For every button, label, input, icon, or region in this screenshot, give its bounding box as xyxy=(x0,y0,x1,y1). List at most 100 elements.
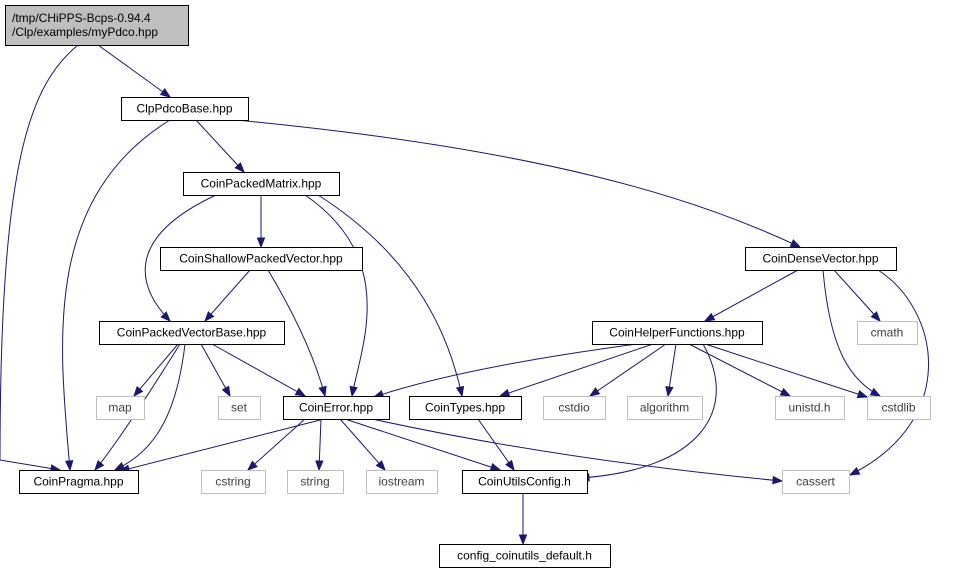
edge-coinhelperfunctions-to-algorithm xyxy=(665,343,677,398)
node-box xyxy=(782,470,850,494)
edge-coinutilsconfig-to-config_default xyxy=(518,493,528,546)
node-coinpackedmatrix[interactable]: CoinPackedMatrix.hpp xyxy=(183,172,340,196)
node-box xyxy=(160,247,363,271)
node-label: iostream xyxy=(378,475,424,489)
edge-coinhelperfunctions-to-unistd xyxy=(688,343,792,397)
edge-coinpackedvectorbase-to-coinpragma xyxy=(113,343,186,471)
node-label: string xyxy=(300,475,329,489)
node-coinpragma[interactable]: CoinPragma.hpp xyxy=(19,470,139,494)
node-root: /tmp/CHiPPS-Bcps-0.94.4/Clp/examples/myP… xyxy=(5,5,189,46)
node-label: CoinDenseVector.hpp xyxy=(762,252,878,266)
node-label: CoinPragma.hpp xyxy=(33,475,123,489)
node-coindensevector[interactable]: CoinDenseVector.hpp xyxy=(745,247,897,271)
edge-clppdcobase-to-coinpragma xyxy=(62,119,171,472)
node-label: CoinError.hpp xyxy=(299,401,373,415)
node-label: algorithm xyxy=(640,401,689,415)
edge-root-to-coinpragma xyxy=(0,44,79,473)
edge-root-to-clppdcobase xyxy=(97,44,172,98)
nodes-layer: /tmp/CHiPPS-Bcps-0.94.4/Clp/examples/myP… xyxy=(5,5,931,568)
node-box xyxy=(745,247,897,271)
node-box xyxy=(627,396,703,420)
node-coinerror[interactable]: CoinError.hpp xyxy=(283,396,390,420)
node-iostream: iostream xyxy=(366,470,438,494)
node-box xyxy=(409,396,522,420)
node-coinpackedvectorbase[interactable]: CoinPackedVectorBase.hpp xyxy=(99,321,285,345)
edge-coindensevector-to-cstdlib xyxy=(822,269,882,397)
node-label: /tmp/CHiPPS-Bcps-0.94.4 xyxy=(12,11,151,25)
node-coinutilsconfig[interactable]: CoinUtilsConfig.h xyxy=(462,470,588,494)
edge-coindensevector-to-coinhelperfunctions xyxy=(703,269,799,322)
node-box xyxy=(857,321,918,345)
edge-coindensevector-to-cassert xyxy=(848,269,929,476)
edge-coinerror-to-cstring xyxy=(246,418,306,471)
node-label: CoinTypes.hpp xyxy=(425,401,505,415)
edge-coinhelperfunctions-to-coinerror xyxy=(372,343,638,399)
edge-clppdcobase-to-coindensevector xyxy=(235,119,802,248)
edge-coinerror-to-string xyxy=(315,418,324,472)
node-label: CoinPackedMatrix.hpp xyxy=(201,177,322,191)
node-config_default[interactable]: config_coinutils_default.h xyxy=(439,544,611,568)
node-label: ClpPdcoBase.hpp xyxy=(136,102,232,116)
edge-coindensevector-to-cmath xyxy=(833,269,881,323)
node-box xyxy=(775,396,845,420)
node-box xyxy=(867,396,931,420)
edge-coinerror-to-cassert xyxy=(371,418,784,485)
node-label: CoinHelperFunctions.hpp xyxy=(609,326,745,340)
node-string: string xyxy=(287,470,344,494)
edge-coinshallowpackedvector-to-coinpackedvectorbase xyxy=(204,269,251,323)
node-label: CoinShallowPackedVector.hpp xyxy=(179,252,343,266)
node-clppdcobase[interactable]: ClpPdcoBase.hpp xyxy=(121,97,249,121)
node-cmath: cmath xyxy=(857,321,918,345)
node-label: unistd.h xyxy=(788,401,830,415)
node-unistd: unistd.h xyxy=(775,396,845,420)
edge-coinerror-to-coinpragma xyxy=(118,418,325,473)
node-box xyxy=(5,5,189,46)
node-label: set xyxy=(231,401,248,415)
node-label: config_coinutils_default.h xyxy=(457,549,592,563)
node-box xyxy=(99,321,285,345)
node-algorithm: algorithm xyxy=(627,396,703,420)
node-coinshallowpackedvector[interactable]: CoinShallowPackedVector.hpp xyxy=(160,247,363,271)
node-label: CoinPackedVectorBase.hpp xyxy=(117,326,267,340)
node-label: cstdlib xyxy=(881,401,915,415)
edge-coinpackedvectorbase-to-set xyxy=(200,343,231,398)
edge-coinpackedmatrix-to-coinshallowpackedvector xyxy=(256,195,266,249)
edge-coinpackedmatrix-to-coinpackedvectorbase xyxy=(144,194,217,322)
edge-coinhelperfunctions-to-cstdlib xyxy=(704,343,869,399)
edge-coinpackedmatrix-to-coinerror xyxy=(304,194,368,398)
node-box xyxy=(543,396,606,420)
node-label: cassert xyxy=(796,475,835,489)
node-label: cmath xyxy=(871,326,904,340)
node-box xyxy=(439,544,611,568)
node-cstring: cstring xyxy=(201,470,266,494)
node-coinhelperfunctions[interactable]: CoinHelperFunctions.hpp xyxy=(592,321,763,345)
edge-coinerror-to-iostream xyxy=(339,418,386,472)
node-box xyxy=(366,470,438,494)
edge-coinpackedvectorbase-to-coinerror xyxy=(211,343,307,397)
node-box xyxy=(218,396,261,420)
node-box xyxy=(96,396,145,420)
edge-cointypes-to-coinutilsconfig xyxy=(477,418,515,472)
edge-coinhelperfunctions-to-cointypes xyxy=(498,343,654,397)
node-cointypes[interactable]: CoinTypes.hpp xyxy=(409,396,522,420)
node-set: set xyxy=(218,396,261,420)
node-box xyxy=(287,470,344,494)
node-label: CoinUtilsConfig.h xyxy=(478,475,571,489)
node-label: /Clp/examples/myPdco.hpp xyxy=(12,25,158,39)
node-box xyxy=(283,396,390,420)
node-cstdlib: cstdlib xyxy=(867,396,931,420)
node-label: cstring xyxy=(215,475,250,489)
edge-coinpackedvectorbase-to-map xyxy=(133,343,179,398)
edge-clppdcobase-to-coinpackedmatrix xyxy=(195,119,245,174)
edge-coinshallowpackedvector-to-coinerror xyxy=(267,269,327,398)
node-box xyxy=(183,172,340,196)
edges-layer xyxy=(0,44,929,546)
node-box xyxy=(19,470,139,494)
edge-coinpackedvectorbase-to-coinpragma xyxy=(94,343,181,472)
node-map: map xyxy=(96,396,145,420)
node-box xyxy=(592,321,763,345)
edge-coinhelperfunctions-to-cstdio xyxy=(588,343,667,397)
node-box xyxy=(462,470,588,494)
node-cassert: cassert xyxy=(782,470,850,494)
